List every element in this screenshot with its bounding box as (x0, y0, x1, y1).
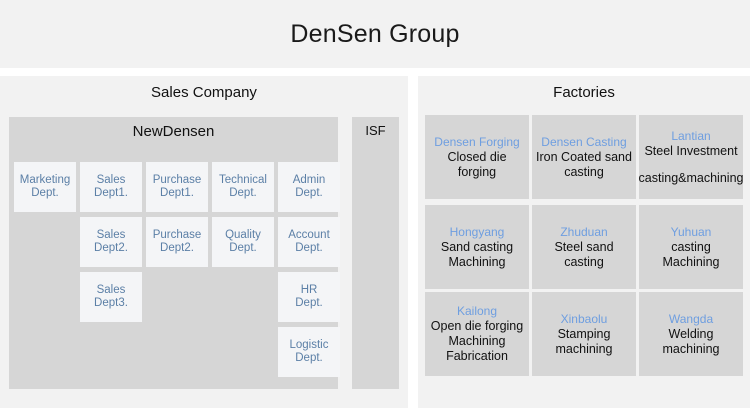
factory-name: Lantian (671, 128, 711, 143)
factory-name: Densen Forging (434, 134, 520, 149)
factory-name: Wangda (668, 311, 714, 326)
factory-description-secondary: casting&machining (638, 170, 744, 185)
factory-name: Kailong (456, 304, 498, 318)
factory-description: Steel sand casting (554, 239, 614, 269)
page-title: DenSen Group (290, 19, 460, 48)
factory-description: Stamping machining (555, 326, 613, 356)
factory-description: Sand casting Machining (440, 239, 514, 269)
newdensen-title: NewDensen (132, 123, 215, 140)
factory-name: Zhuduan (560, 224, 608, 239)
isf-title: ISF (365, 123, 386, 138)
factory-description: Welding machining (662, 326, 720, 356)
group-title-bar: DenSen Group (0, 0, 750, 68)
factory-name: Yuhuan (670, 224, 712, 239)
isf-box: ISF (352, 117, 399, 389)
factory-description: Closed die forging (447, 149, 507, 179)
factories-heading: Factories (553, 84, 615, 101)
factory-name: Hongyang (449, 224, 505, 239)
sales-company-heading: Sales Company (151, 84, 257, 101)
factory-name: Xinbaolu (560, 311, 608, 326)
factory-description: Open die forging Machining Fabrication (430, 319, 524, 363)
factory-description: Iron Coated sand casting (536, 149, 632, 179)
factory-description: Steel Investment (644, 143, 738, 158)
factory-description: casting Machining (662, 239, 720, 269)
factory-name: Densen Casting (541, 134, 627, 149)
